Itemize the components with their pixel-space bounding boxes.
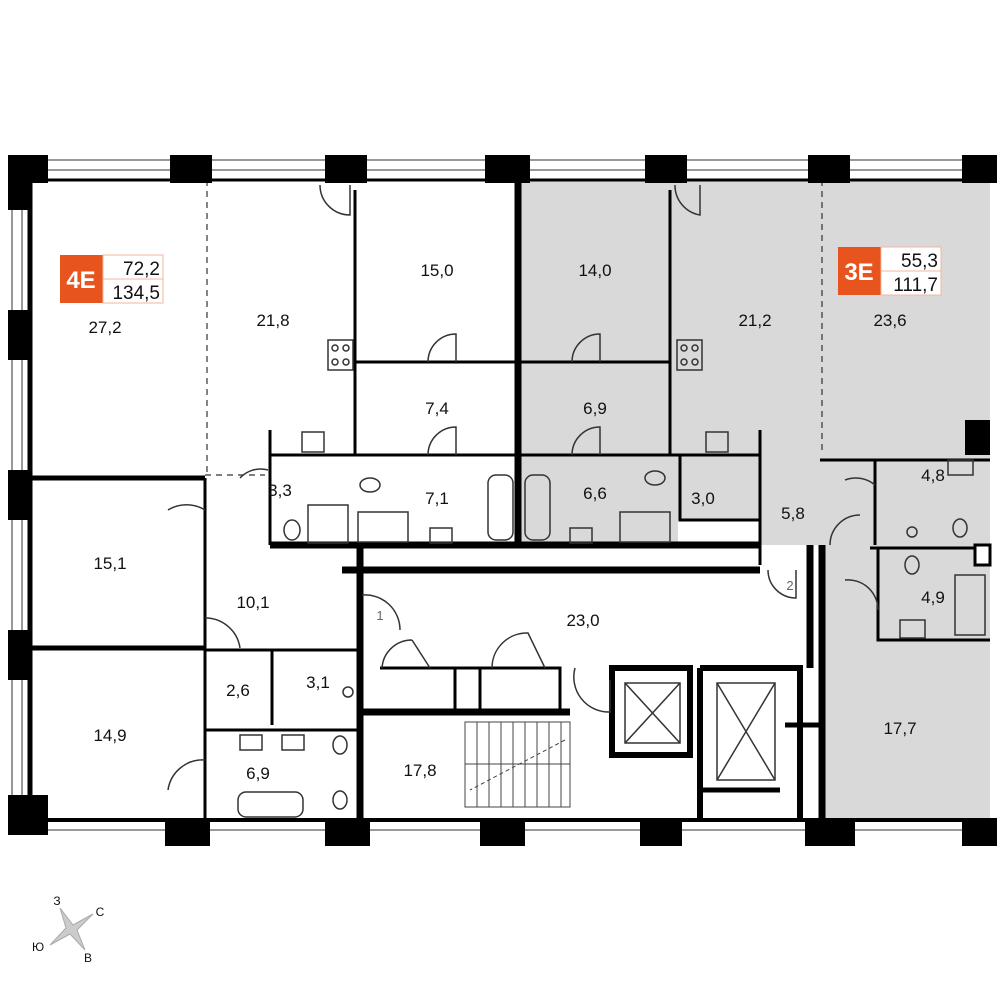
room-area: 23,6 [873,311,906,330]
room-area: 21,8 [256,311,289,330]
room-area: 15,1 [93,554,126,573]
room-area: 17,8 [403,761,436,780]
compass-east: В [84,951,92,965]
bathroom-fixtures [237,339,986,818]
room-area: 3,3 [268,481,292,500]
total-area: 111,7 [893,275,938,296]
room-area: 23,0 [566,611,599,630]
apartment-tag: 4E [66,267,95,294]
room-area: 4,8 [921,466,945,485]
living-area: 72,2 [123,259,160,280]
compass-north: С [96,905,105,919]
room-area: 7,4 [425,399,449,418]
columns [8,155,997,846]
room-area: 6,6 [583,484,607,503]
elevator-shafts [624,682,776,781]
entrance-marker: 2 [786,578,793,593]
room-area: 14,0 [578,261,611,280]
compass-rose-icon: З С Ю В [32,894,105,965]
staircase[interactable] [464,721,571,808]
total-area: 134,5 [112,283,160,304]
living-area: 55,3 [901,251,938,272]
room-area: 3,0 [691,489,715,508]
room-area: 10,1 [236,593,269,612]
entrance-marker: 1 [376,608,383,623]
room-area: 14,9 [93,726,126,745]
room-area: 7,1 [425,489,449,508]
room-area: 6,9 [583,399,607,418]
compass-west: З [53,894,60,908]
compass-south: Ю [32,940,44,954]
room-area: 3,1 [306,673,330,692]
room-area: 5,8 [781,504,805,523]
room-area: 21,2 [738,311,771,330]
room-area: 27,2 [88,318,121,337]
partition-dashed [205,180,823,476]
room-area: 4,9 [921,588,945,607]
doors[interactable] [167,184,879,791]
room-area: 6,9 [246,764,270,783]
room-area-labels: 27,2 21,8 15,0 14,0 21,2 23,6 7,4 6,9 3,… [88,261,944,783]
apartment-3e-area[interactable] [520,180,990,820]
apartment-badge-4e[interactable]: 4E 72,2 134,5 [60,254,164,304]
apartment-tag: 3E [844,259,873,286]
room-area: 15,0 [420,261,453,280]
apartment-badge-3e[interactable]: 3E 55,3 111,7 [838,246,942,296]
room-area: 17,7 [883,719,916,738]
walls [27,178,990,822]
room-area: 2,6 [226,681,250,700]
